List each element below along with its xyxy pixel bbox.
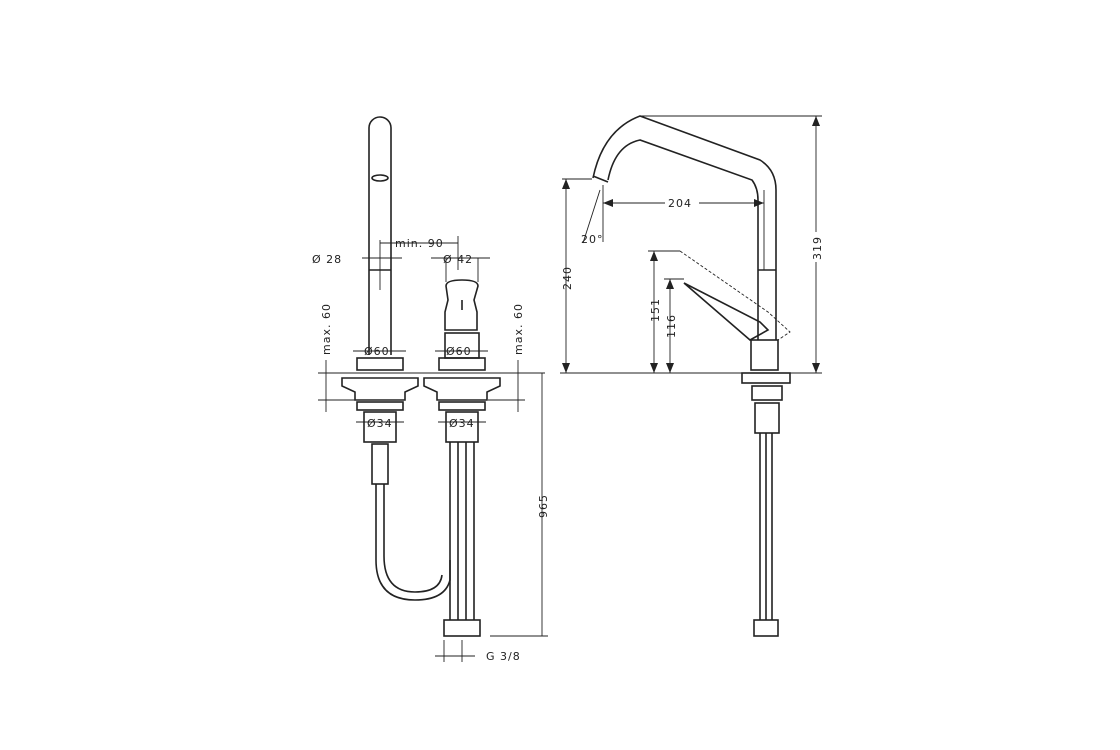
dim-lever-open: 151 [649,298,662,322]
dim-shank-left: Ø34 [367,417,393,430]
handle-column [423,279,501,637]
dim-shank-right: Ø34 [449,417,475,430]
dim-base-left: Ø60 [364,345,390,358]
right-dimensions: 204 20° 240 151 116 319 [560,115,824,374]
dim-lever-closed: 116 [665,314,678,338]
spout-column [341,116,451,601]
dim-connection: G 3/8 [486,650,521,663]
kitchen-faucet [592,115,791,637]
dim-spout-reach: 204 [668,197,692,210]
dim-total-height: 319 [811,236,824,260]
dim-spout-height: 240 [561,266,574,290]
left-dimensions: Ø 28 min. 90 Ø 42 Ø60 Ø60 Ø34 Ø34 max. 6… [312,236,550,663]
dim-spout-angle: 20° [581,233,604,246]
dim-max-right: max. 60 [512,303,525,355]
dim-min-spacing: min. 90 [395,237,444,250]
dim-handle-diameter: Ø 42 [443,253,473,266]
dim-spout-diameter: Ø 28 [312,253,342,266]
dim-max-left: max. 60 [320,303,333,355]
dim-hose-length: 965 [537,494,550,518]
dim-base-right: Ø60 [446,345,472,358]
